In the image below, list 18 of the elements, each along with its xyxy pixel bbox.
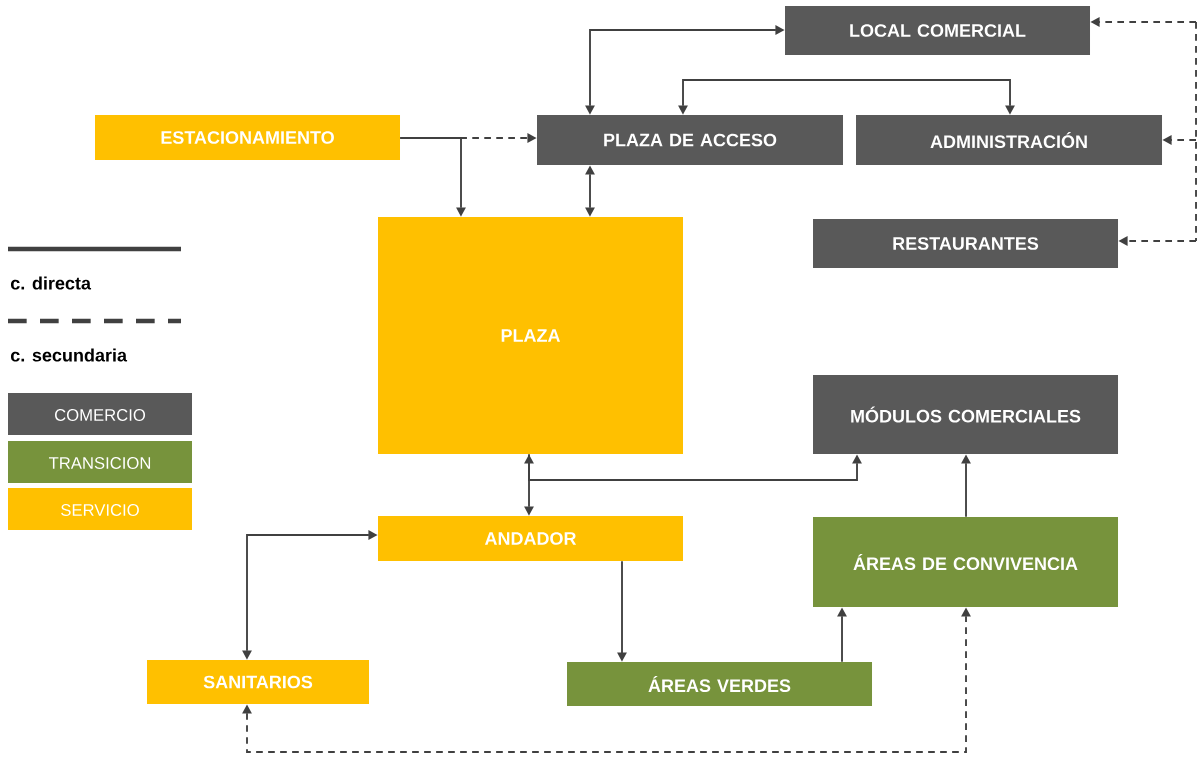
area-box: ÁREAS DE CONVIVENCIA (813, 517, 1118, 607)
area-box: ESTACIONAMIENTO (95, 115, 400, 160)
area-box: RESTAURANTES (813, 219, 1118, 268)
area-box: PLAZA (378, 217, 683, 454)
area-box: ÁREAS VERDES (567, 662, 872, 706)
area-box: MÓDULOS COMERCIALES (813, 375, 1118, 454)
legend-label: TRANSICION (49, 457, 151, 469)
area-box: SANITARIOS (147, 660, 369, 704)
legend-label: COMERCIO (55, 409, 146, 421)
area-box: LOCAL COMERCIAL (785, 6, 1090, 55)
legend-label: SERVICIO (61, 504, 139, 516)
connector-trunk (1195, 21, 1197, 242)
connector-arrow (528, 453, 862, 481)
legend-label: c. secundaria (11, 348, 128, 362)
area-box: ADMINISTRACIÓN (856, 115, 1162, 165)
area-box: PLAZA DE ACCESO (537, 115, 843, 165)
legend-label: c. directa (11, 276, 92, 290)
area-box: ANDADOR (378, 516, 683, 561)
